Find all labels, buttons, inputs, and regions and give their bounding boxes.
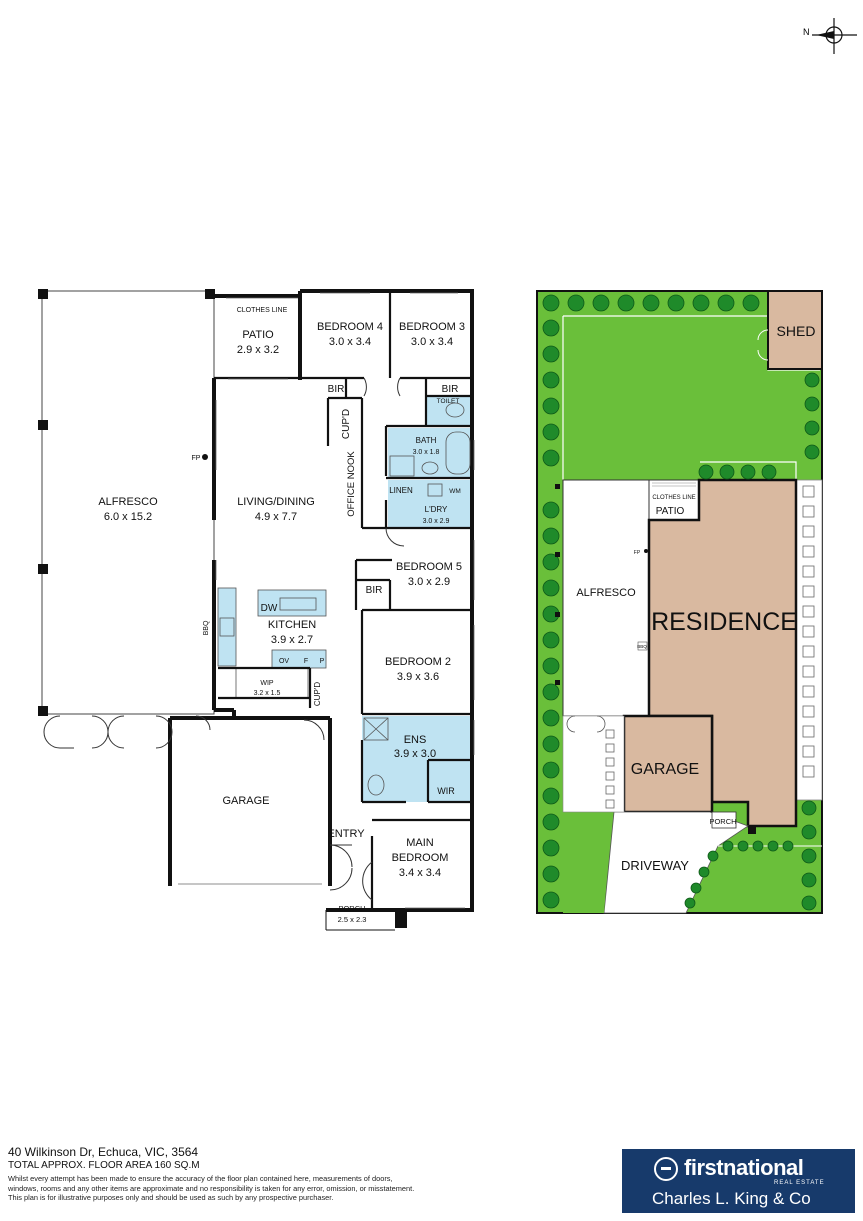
bir3-label: BIR [366, 585, 383, 596]
patio-label: PATIO [242, 329, 274, 341]
main-bedroom-label: MAIN [406, 837, 434, 849]
linen-label: LINEN [389, 486, 413, 495]
floor-plan: ALFRESCO 6.0 x 15.2 CLOTHES LINE PATIO 2… [38, 289, 475, 931]
site-porch-label: PORCH [709, 817, 736, 826]
site-garage [622, 714, 714, 814]
patio-size: 2.9 x 3.2 [237, 344, 279, 356]
bedroom3-label: BEDROOM 3 [399, 321, 465, 333]
bbq-bench [217, 587, 237, 667]
toilet-wet-area [426, 396, 472, 426]
site-bbq-label: BBQ [637, 644, 647, 649]
ldry-size: 3.0 x 2.9 [423, 518, 450, 525]
f-label: F [304, 658, 308, 665]
bath-wet-area [388, 428, 474, 478]
living-size: 4.9 x 7.7 [255, 511, 297, 523]
porch-label: PORCH [338, 904, 365, 913]
p-label: P [320, 658, 325, 665]
site-patio-label: PATIO [656, 506, 685, 517]
ldry-label: L'DRY [425, 505, 448, 514]
kitchen-island [257, 589, 327, 617]
brand-name: firstnational [684, 1155, 804, 1180]
dw-label: DW [261, 603, 278, 614]
site-shed [767, 290, 823, 370]
main-bedroom-size: 3.4 x 3.4 [399, 867, 441, 879]
wip-shelves [235, 667, 309, 699]
wm-label: WM [449, 488, 461, 495]
site-alfresco-label: ALFRESCO [576, 587, 636, 599]
main-bedroom-label-2: BEDROOM [392, 852, 449, 864]
compass-north-label: N [803, 27, 810, 37]
fp-label: FP [192, 455, 201, 462]
bedroom5-label: BEDROOM 5 [396, 561, 462, 573]
brand-sub: REAL ESTATE [774, 1180, 825, 1186]
toilet-label: TOILET [437, 398, 460, 405]
site-residence-label: RESIDENCE [651, 608, 797, 636]
site-fp-label: FP [634, 550, 641, 556]
bath-label: BATH [416, 436, 437, 445]
site-porch [711, 811, 737, 829]
property-address: 40 Wilkinson Dr, Echuca, VIC, 3564 [8, 1145, 199, 1159]
site-alfresco [562, 479, 650, 717]
disclaimer-line: This plan is for illustrative purposes o… [8, 1193, 334, 1202]
bedroom2-label: BEDROOM 2 [385, 656, 451, 668]
agency-brand: firstnational REAL ESTATE Charles L. Kin… [622, 1149, 855, 1213]
cupd1-label: CUP'D [341, 409, 352, 439]
ens-size: 3.9 x 3.0 [394, 748, 436, 760]
site-shed-label: SHED [777, 323, 816, 339]
north-compass-icon: N [803, 18, 857, 54]
plans-canvas: ALFRESCO 6.0 x 15.2 CLOTHES LINE PATIO 2… [38, 289, 823, 931]
site-driveway-label: DRIVEWAY [621, 858, 689, 873]
ov-label: OV [279, 658, 289, 665]
site-plan: SHED CLOTHES LINE PATIO FP BBQ ALFRESCO … [536, 290, 823, 914]
site-clothes-line-label: CLOTHES LINE [652, 495, 695, 501]
laundry-wet-area [388, 480, 474, 528]
living-label: LIVING/DINING [237, 496, 315, 508]
ens-label: ENS [404, 734, 427, 746]
alfresco-label: ALFRESCO [98, 496, 158, 508]
bedroom4-size: 3.0 x 3.4 [329, 336, 371, 348]
disclaimer-line: Whilst every attempt has been made to en… [8, 1174, 393, 1183]
wip-size: 3.2 x 1.5 [254, 690, 281, 697]
alfresco-size: 6.0 x 15.2 [104, 511, 152, 523]
bbq-label: BBQ [203, 620, 210, 635]
wip-label: WIP [260, 680, 274, 687]
porch-size: 2.5 x 2.3 [338, 915, 367, 924]
footer: 40 Wilkinson Dr, Echuca, VIC, 3564 TOTAL… [8, 1145, 608, 1203]
wir-label: WIR [437, 786, 455, 796]
bedroom5-size: 3.0 x 2.9 [408, 576, 450, 588]
brand-office: Charles L. King & Co [652, 1189, 811, 1208]
site-patio [648, 479, 700, 521]
site-garage-label: GARAGE [631, 761, 699, 778]
bir2-label: BIR [442, 384, 459, 395]
bedroom2-size: 3.9 x 3.6 [397, 671, 439, 683]
cupd2-label: CUP'D [313, 682, 322, 706]
entry-label: ENTRY [327, 828, 365, 840]
disclaimer-line: windows, rooms and any other items are a… [8, 1183, 415, 1193]
kitchen-label: KITCHEN [268, 619, 316, 631]
floor-area: TOTAL APPROX. FLOOR AREA 160 SQ.M [8, 1160, 200, 1171]
firstnational-logo-icon [654, 1157, 678, 1181]
clothes-line-label: CLOTHES LINE [237, 307, 288, 314]
bath-size: 3.0 x 1.8 [413, 449, 440, 456]
bir1-label: BIR [328, 384, 345, 395]
kitchen-size: 3.9 x 2.7 [271, 634, 313, 646]
disclaimer: Whilst every attempt has been made to en… [8, 1174, 608, 1203]
bedroom3-size: 3.0 x 3.4 [411, 336, 453, 348]
office-nook-label: OFFICE NOOK [346, 451, 357, 517]
garage-label: GARAGE [222, 795, 269, 807]
bedroom4-label: BEDROOM 4 [317, 321, 383, 333]
